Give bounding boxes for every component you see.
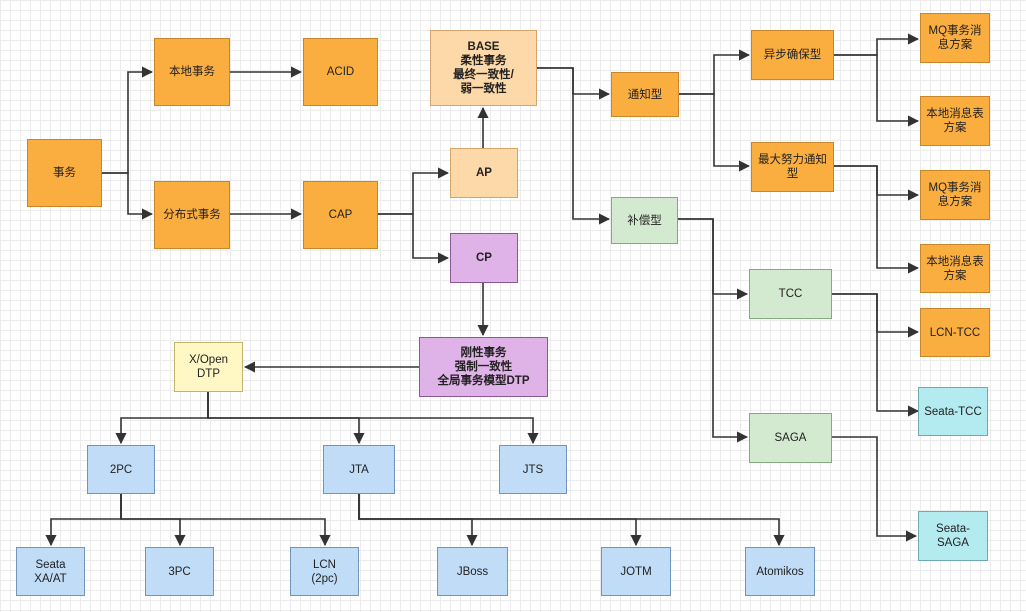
node-tcc: TCC (749, 269, 832, 319)
node-xopen-dtp: X/Open DTP (174, 342, 243, 392)
node-jotm: JOTM (601, 547, 671, 596)
node-saga: SAGA (749, 413, 832, 463)
node-jta: JTA (323, 445, 395, 494)
connector-tongzhi-yibu (679, 49, 751, 95)
connector-xopen-2pc (115, 392, 209, 445)
node-fenbushi-shiwu: 分布式事务 (154, 181, 230, 249)
connector-base-buchang (537, 67, 611, 225)
node-cp: CP (450, 233, 518, 283)
node-mq-shiwu-1: MQ事务消 息方案 (920, 13, 990, 63)
node-lcn-2pc: LCN (2pc) (290, 547, 359, 596)
connector-shiwu-bendi (102, 66, 154, 174)
connector-yibu-mq1 (834, 33, 920, 56)
node-bendi-xiaoxi-1: 本地消息表 方案 (920, 96, 990, 146)
node-shiwu: 事务 (27, 139, 102, 207)
connector-2pc-seataxa (45, 494, 122, 547)
node-jboss: JBoss (437, 547, 508, 596)
connector-cap-ap (378, 167, 450, 215)
connector-buchang-saga (678, 218, 749, 443)
node-lcn-tcc: LCN-TCC (920, 308, 990, 357)
node-yibu-queba: 异步确保型 (751, 30, 834, 80)
node-zuida-nuli: 最大努力通知 型 (751, 142, 834, 192)
node-seata-xa-at: Seata XA/AT (16, 547, 85, 596)
node-3pc: 3PC (145, 547, 214, 596)
connector-xopen-jts (207, 392, 539, 445)
node-bendi-shiwu: 本地事务 (154, 38, 230, 106)
node-seata-saga: Seata- SAGA (918, 511, 988, 561)
connector-saga-seatasaga (832, 436, 918, 542)
node-2pc: 2PC (87, 445, 155, 494)
node-jts: JTS (499, 445, 567, 494)
node-cap: CAP (303, 181, 378, 249)
node-atomikos: Atomikos (745, 547, 815, 596)
node-bendi-xiaoxi-2: 本地消息表 方案 (920, 244, 990, 293)
connector-cap-cp (378, 213, 450, 264)
connector-tcc-lcntcc (832, 293, 920, 338)
node-acid: ACID (303, 38, 378, 106)
node-tongzhi-xing: 通知型 (611, 72, 679, 117)
node-base: BASE 柔性事务 最终一致性/ 弱一致性 (430, 30, 537, 106)
node-mq-shiwu-2: MQ事务消 息方案 (920, 170, 990, 220)
connector-jta-atomikos (358, 494, 785, 547)
connector-shiwu-fenbushi (102, 172, 154, 220)
node-seata-tcc: Seata-TCC (918, 387, 988, 436)
connector-yibu-local1 (834, 54, 920, 127)
node-buchang-xing: 补偿型 (611, 197, 678, 244)
connector-tongzhi-zuida (679, 93, 751, 172)
connector-tcc-seatatcc (832, 293, 920, 417)
node-gangxing-shiwu: 刚性事务 强制一致性 全局事务模型DTP (419, 337, 548, 397)
node-ap: AP (450, 148, 518, 198)
connector-2pc-lcn (120, 494, 331, 547)
connector-zuida-local2 (834, 165, 920, 274)
connector-zuida-mq2 (834, 165, 920, 201)
